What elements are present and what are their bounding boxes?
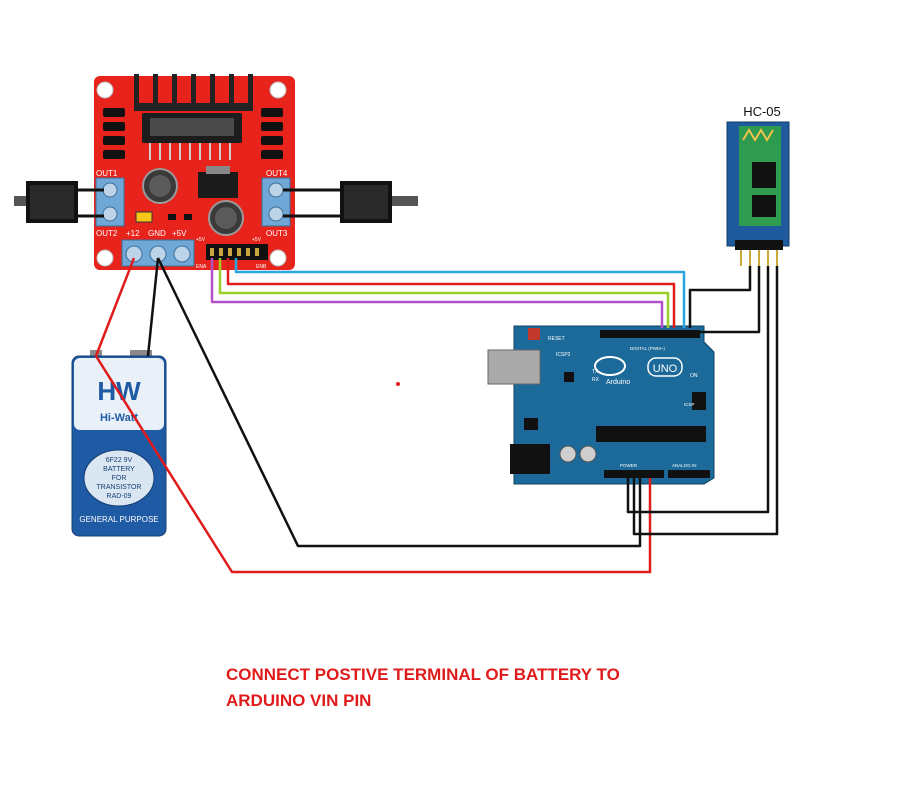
diodes-left xyxy=(103,108,125,159)
icsp-label: ICSP xyxy=(684,402,695,407)
label-pin-5v-right: +5V xyxy=(252,237,262,243)
arduino-pcb xyxy=(513,325,715,485)
wire-hc05-tx xyxy=(688,266,752,328)
wire-hc05-vcc xyxy=(632,266,779,536)
diodes-right xyxy=(261,108,283,159)
wiring-note: CONNECT POSTIVE TERMINAL OF BATTERY TO A… xyxy=(226,662,646,714)
hc05-bluetooth-module: HC-05 xyxy=(726,104,790,266)
reset-button xyxy=(528,328,540,340)
arduino-model: UNO xyxy=(653,363,678,375)
wire-purple-signal xyxy=(210,258,664,328)
antenna-trace xyxy=(742,128,774,142)
chip-pins xyxy=(149,143,231,160)
analog-header xyxy=(668,470,710,478)
battery-sticker-line2: BATTERY xyxy=(103,466,135,473)
motor-wires xyxy=(78,188,340,218)
terminal-out1-out2 xyxy=(95,177,125,227)
wire-battery-negative xyxy=(146,257,160,357)
capacitor xyxy=(579,445,597,463)
hc05-header-pins xyxy=(740,250,778,266)
analog-label: ANALOG IN xyxy=(672,463,697,468)
wire-battery-positive xyxy=(94,257,136,357)
heatsink xyxy=(134,74,253,111)
stray-dot xyxy=(396,382,400,386)
battery-sticker-line4: TRANSISTOR xyxy=(97,484,142,491)
label-out2: OUT2 xyxy=(96,229,118,238)
digital-header xyxy=(600,330,700,338)
label-5v: +5V xyxy=(172,229,187,238)
wire-hc05-gnd xyxy=(626,266,770,514)
dc-motor-left xyxy=(14,181,78,223)
mount-hole xyxy=(269,249,287,267)
power-label: POWER xyxy=(620,463,638,468)
battery-terminal-negative xyxy=(130,350,152,360)
note-line2: ARDUINO VIN PIN xyxy=(226,691,372,710)
wire-blue-signal xyxy=(234,258,686,328)
capacitor xyxy=(559,445,577,463)
label-pin-5v-left: +5V xyxy=(196,237,206,243)
header-pins xyxy=(210,248,259,256)
battery-sticker-line1: 6F22 9V xyxy=(106,457,133,464)
arduino-uno: RESET ICSP2 DIGITAL (PWM~) Arduino UNO T… xyxy=(487,325,715,485)
smd-part xyxy=(168,214,176,220)
mount-hole xyxy=(96,249,114,267)
smd-part xyxy=(184,214,192,220)
battery-sticker-line5: RAD-09 xyxy=(107,493,132,500)
uno-badge xyxy=(647,357,683,377)
hc05-flash-chip xyxy=(752,195,776,217)
capacitor-top xyxy=(215,207,237,229)
chip-marking xyxy=(150,118,234,136)
battery-footer: GENERAL PURPOSE xyxy=(79,515,158,524)
arduino-infinity-logo xyxy=(594,356,626,376)
note-line1: CONNECT POSTIVE TERMINAL OF BATTERY TO xyxy=(226,665,620,684)
power-header xyxy=(604,470,664,478)
reset-label: RESET xyxy=(548,336,565,342)
battery-9v: HW Hi-Watt 6F22 9V BATTERY FOR TRANSISTO… xyxy=(71,350,167,537)
label-out3: OUT3 xyxy=(266,229,288,238)
label-out1: OUT1 xyxy=(96,169,118,178)
battery-sticker-line3: FOR xyxy=(112,475,127,482)
digital-label: DIGITAL (PWM~) xyxy=(630,346,665,351)
dc-motor-right xyxy=(340,181,418,223)
led-block xyxy=(564,372,574,382)
wires xyxy=(94,257,779,574)
hc05-chip xyxy=(752,162,776,188)
5v-enable-jumper xyxy=(135,211,153,223)
usb-port xyxy=(487,349,541,385)
atmega-chip xyxy=(596,426,706,442)
capacitor-top xyxy=(149,175,171,197)
rx-label: RX xyxy=(592,377,600,383)
wire-red-signal xyxy=(226,258,676,328)
wire-hc05-rx xyxy=(700,266,761,334)
battery-brand: Hi-Watt xyxy=(100,412,138,424)
battery-sticker xyxy=(83,449,155,507)
wire-vin xyxy=(94,355,652,574)
icsp-header xyxy=(692,392,706,410)
terminal-out3-out4 xyxy=(261,177,291,227)
label-out4: OUT4 xyxy=(266,169,288,178)
hc05-header xyxy=(735,240,783,250)
label-12v: +12 xyxy=(126,229,140,238)
icsp2-label: ICSP2 xyxy=(556,352,571,358)
hc05-title: HC-05 xyxy=(743,104,781,119)
label-gnd: GND xyxy=(148,229,166,238)
wire-green-signal xyxy=(218,258,670,328)
voltage-regulator xyxy=(198,172,238,198)
mount-hole xyxy=(269,81,287,99)
tx-label: TX xyxy=(592,369,599,375)
on-label: ON xyxy=(690,373,698,379)
dc-jack xyxy=(510,444,550,474)
l298n-motor-driver: OUT1 OUT2 OUT3 OUT4 +12 GND +5V +5V +5V … xyxy=(94,74,295,270)
regulator-tab xyxy=(206,166,230,174)
label-pin-enb: ENB xyxy=(256,264,267,270)
arduino-logo-text: Arduino xyxy=(606,379,630,386)
mount-hole xyxy=(96,81,114,99)
label-pin-ena: ENA xyxy=(196,264,207,270)
regulator xyxy=(524,418,538,430)
